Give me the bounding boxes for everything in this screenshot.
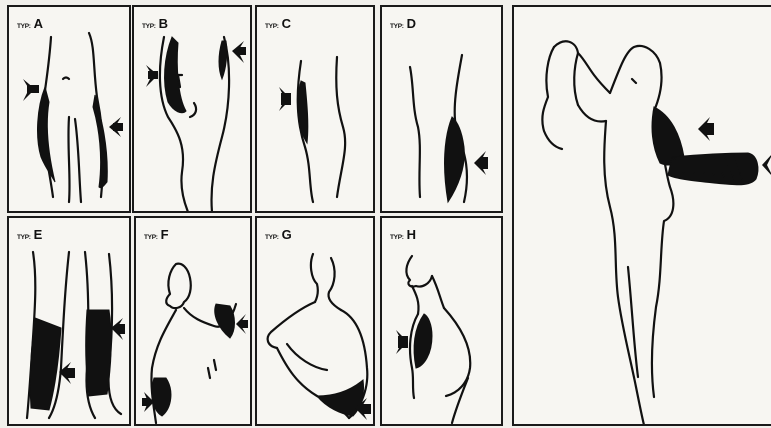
figure-type-b: [134, 7, 252, 213]
panel-type-g: TYP: G: [255, 216, 375, 426]
arrow-icon: [762, 153, 771, 177]
figure-type-d: [382, 7, 503, 213]
figure-type-f: [136, 218, 252, 426]
panel-type-c: TYP: C: [255, 5, 375, 213]
panel-large-figure: [512, 5, 771, 426]
figure-large: [514, 7, 771, 426]
figure-type-c: [257, 7, 375, 213]
figure-type-h: [382, 218, 503, 426]
panel-type-a: TYP: A: [7, 5, 131, 213]
panel-type-b: TYP: B: [132, 5, 252, 213]
figure-type-a: [9, 7, 131, 213]
figure-type-g: [257, 218, 375, 426]
panel-type-d: TYP: D: [380, 5, 503, 213]
panel-type-f: TYP: F: [134, 216, 252, 426]
panel-type-e: TYP: E: [7, 216, 131, 426]
figure-type-e: [9, 218, 131, 426]
panel-type-h: TYP: H: [380, 216, 503, 426]
